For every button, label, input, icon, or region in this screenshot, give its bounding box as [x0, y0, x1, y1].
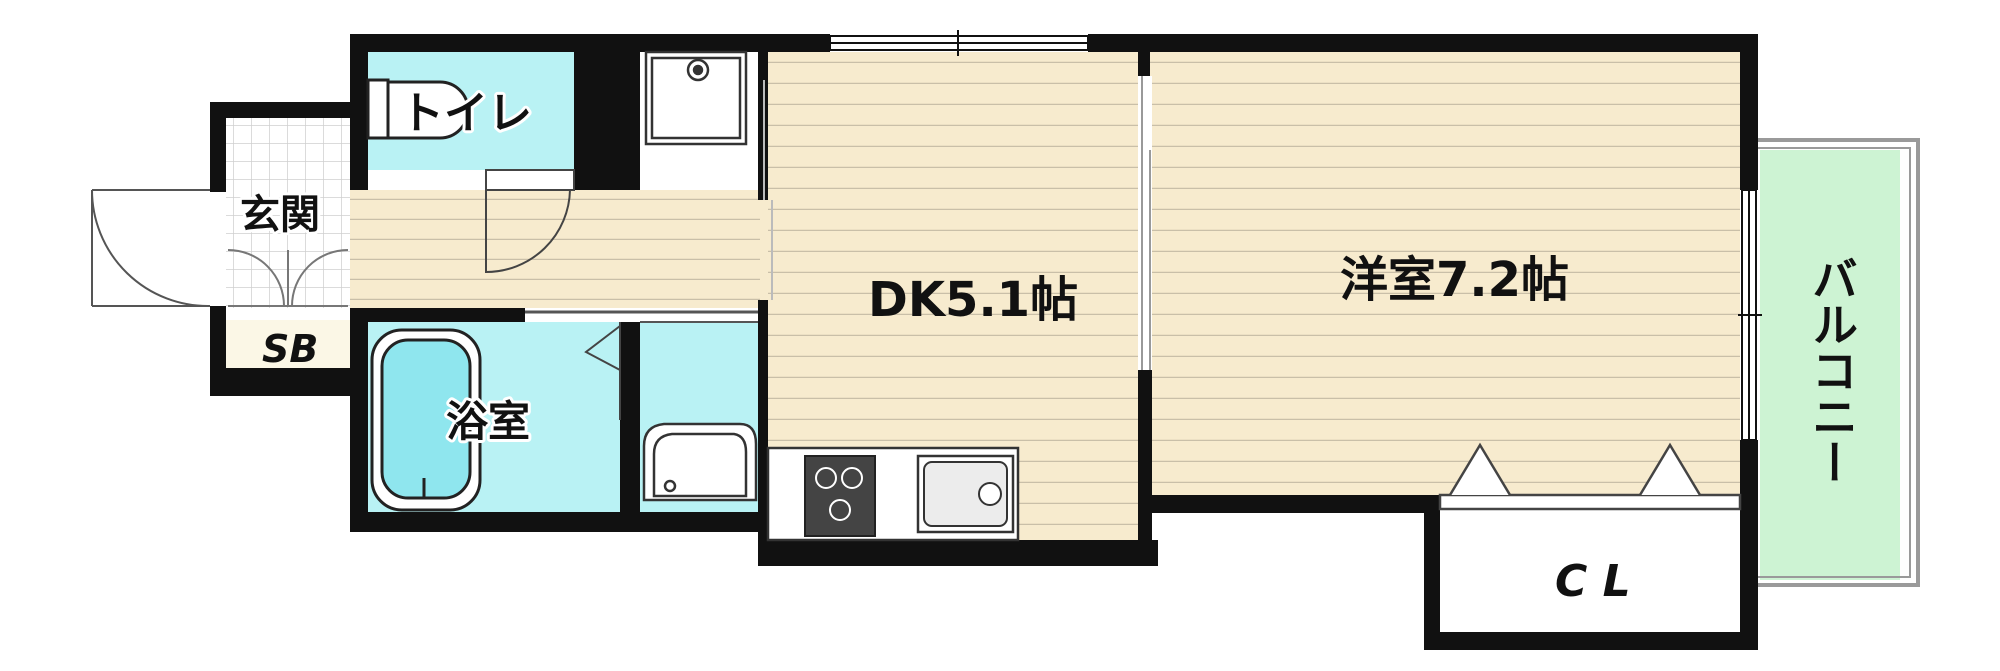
- kitchen-counter: [766, 446, 1020, 542]
- closet-doors: [1438, 442, 1742, 511]
- shoe-box-label: SB: [262, 327, 318, 371]
- western-room-floor: [1148, 52, 1740, 495]
- closet-floor: [1440, 510, 1740, 648]
- toilet-label: トイレ: [400, 88, 532, 139]
- shoe-box-area: [226, 320, 350, 368]
- washing-machine-pan: [644, 50, 748, 146]
- dk-label: DK5.1帖: [868, 272, 1078, 328]
- walls: [210, 34, 1758, 650]
- entrance-door: [91, 189, 211, 308]
- toilet-fixture: [366, 78, 470, 140]
- wash-basin: [642, 422, 758, 502]
- closet-label: C L: [1555, 556, 1631, 607]
- toilet-door: [485, 169, 575, 274]
- entrance-inner-doors: [227, 249, 349, 307]
- bathroom-label: 浴室: [446, 397, 530, 446]
- entrance-label: 玄関: [240, 192, 320, 238]
- corridor-floor: [350, 190, 768, 308]
- balcony-floor: [1760, 150, 1900, 580]
- bathtub: [370, 328, 482, 512]
- bathroom-door: [584, 322, 621, 420]
- western-room-label: 洋室7.2帖: [1340, 252, 1569, 308]
- balcony-label: バルコニー: [1805, 255, 1859, 485]
- balcony-rail: [1745, 138, 1920, 587]
